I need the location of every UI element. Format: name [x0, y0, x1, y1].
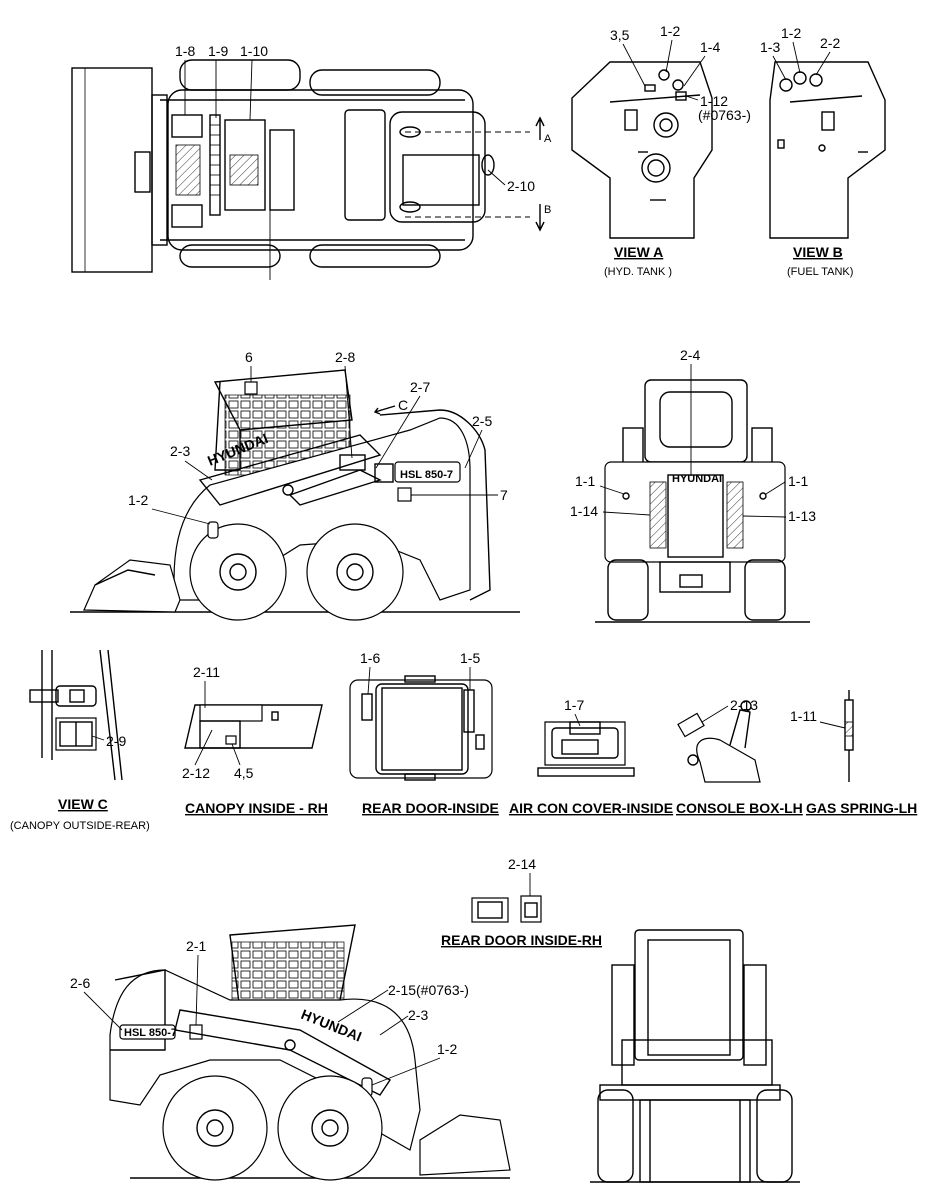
- side-view-rh: HYUNDAI HSL 850-7 2-1 2-6 2-15(#0763-) 2…: [70, 924, 511, 1181]
- gas-spring-title: GAS SPRING-LH: [806, 800, 917, 816]
- callout-top-4: 2-10: [507, 178, 535, 194]
- canopy-inside-rh-title: CANOPY INSIDE - RH: [185, 800, 328, 816]
- callout-rh-4: 2-3: [408, 1007, 428, 1023]
- view-b-title: VIEW B: [793, 244, 843, 260]
- view-a-title: VIEW A: [614, 244, 663, 260]
- callout-rd-1: 1-6: [360, 650, 380, 666]
- rear-view: HYUNDAI 2-4 1-1 1-1 1-14 1-13: [570, 347, 816, 623]
- side-view-lh: HYUNDAI HSL 850-7 C 6 2-8 2-7 2-5 2-3 1-…: [70, 349, 520, 621]
- view-a: VIEW A (HYD. TANK ) 3,5 1-2 1-4 1-12 (#0…: [571, 23, 751, 278]
- brand-decal-rear: HYUNDAI: [672, 473, 722, 485]
- callout-vc-1: 2-9: [106, 733, 126, 749]
- callout-rh-1: 2-1: [186, 938, 206, 954]
- rear-door-inside: 1-6 1-5 REAR DOOR-INSIDE: [349, 650, 499, 816]
- model-decal-rh: HSL 850-7: [124, 1027, 177, 1039]
- callout-lh-3: 2-7: [410, 379, 430, 395]
- callout-lh-4: 2-5: [472, 413, 492, 429]
- callout-lh-2: 2-8: [335, 349, 355, 365]
- callout-rd-2: 1-5: [460, 650, 480, 666]
- view-b-subtitle: (FUEL TANK): [787, 266, 853, 278]
- rear-door-inside-title: REAR DOOR-INSIDE: [362, 800, 499, 816]
- callout-lh-1: 6: [245, 349, 253, 365]
- callout-lh-6: 1-2: [128, 492, 148, 508]
- view-c-subtitle: (CANOPY OUTSIDE-REAR): [10, 820, 150, 832]
- callout-vb-2: 1-2: [781, 25, 801, 41]
- callout-va-5: (#0763-): [698, 107, 751, 123]
- callout-cb-1: 2-13: [730, 697, 758, 713]
- console-box-title: CONSOLE BOX-LH: [676, 800, 803, 816]
- rear-door-inside-rh-title: REAR DOOR INSIDE-RH: [441, 932, 602, 948]
- callout-vb-1: 1-3: [760, 39, 780, 55]
- callout-rear-1: 2-4: [680, 347, 700, 363]
- view-c: 2-9 VIEW C (CANOPY OUTSIDE-REAR): [10, 649, 150, 832]
- callout-rear-5: 1-13: [788, 508, 816, 524]
- callout-rh-5: 1-2: [437, 1041, 457, 1057]
- callout-canopy-2: 2-12: [182, 765, 210, 781]
- callout-va-4: 1-12: [700, 93, 728, 109]
- callout-rdrh-1: 2-14: [508, 856, 536, 872]
- view-b: VIEW B (FUEL TANK) 1-3 1-2 2-2: [760, 25, 886, 278]
- top-view: [71, 59, 545, 280]
- callout-rh-2: 2-6: [70, 975, 90, 991]
- callout-va-3: 1-4: [700, 39, 720, 55]
- callout-lh-5: 2-3: [170, 443, 190, 459]
- air-con-cover-title: AIR CON COVER-INSIDE: [509, 800, 673, 816]
- callout-rear-4: 1-14: [570, 503, 598, 519]
- callout-va-1: 3,5: [610, 27, 630, 43]
- callout-rear-2: 1-1: [575, 473, 595, 489]
- callout-rear-3: 1-1: [788, 473, 808, 489]
- canopy-inside-rh: 2-11 2-12 4,5 CANOPY INSIDE - RH: [182, 664, 328, 816]
- callout-top-2: 1-9: [208, 43, 228, 59]
- view-a-subtitle: (HYD. TANK ): [604, 266, 672, 278]
- callout-top-1: 1-8: [175, 43, 195, 59]
- callout-vb-3: 2-2: [820, 35, 840, 51]
- rear-door-inside-rh: 2-14 REAR DOOR INSIDE-RH: [441, 856, 602, 948]
- callout-lh-7: 7: [500, 487, 508, 503]
- top-callouts: 1-8 1-9 1-10 2-10 A B: [175, 43, 552, 216]
- view-c-pointer: C: [398, 397, 408, 413]
- callout-canopy-1: 2-11: [193, 664, 220, 680]
- front-view: [590, 929, 800, 1183]
- marker-a: A: [544, 133, 552, 145]
- callout-va-2: 1-2: [660, 23, 680, 39]
- callout-ac-1: 1-7: [564, 697, 584, 713]
- callout-gs-1: 1-11: [790, 708, 817, 724]
- console-box: 2-13 CONSOLE BOX-LH: [676, 697, 803, 816]
- gas-spring: 1-11 GAS SPRING-LH: [790, 690, 917, 816]
- air-con-cover: 1-7 AIR CON COVER-INSIDE: [509, 697, 673, 816]
- callout-top-3: 1-10: [240, 43, 268, 59]
- view-c-title: VIEW C: [58, 796, 108, 812]
- callout-rh-3: 2-15(#0763-): [388, 982, 469, 998]
- callout-canopy-3: 4,5: [234, 765, 254, 781]
- marker-b: B: [544, 204, 551, 216]
- model-decal-lh: HSL 850-7: [400, 469, 453, 481]
